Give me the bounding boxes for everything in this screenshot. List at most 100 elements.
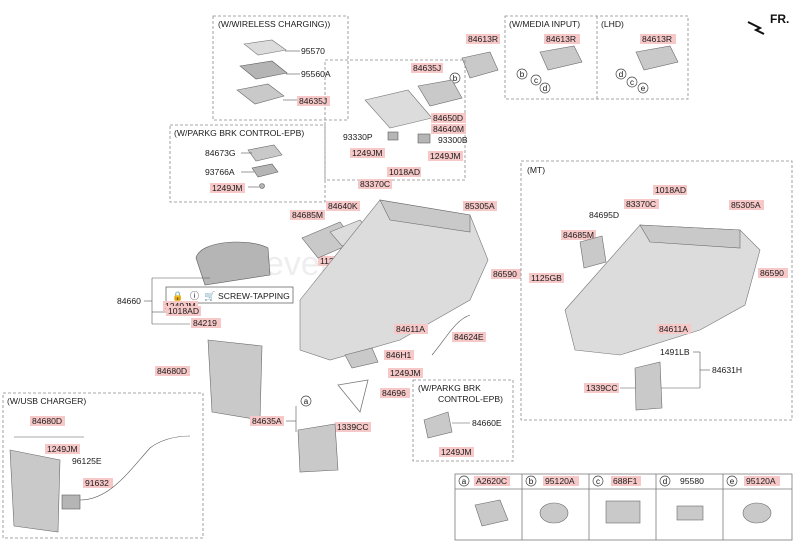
usb-panel-part bbox=[9, 449, 61, 533]
charger-tray-part bbox=[236, 83, 285, 105]
epb-bottom-group: (W/PARKG BRK CONTROL-EPB) 84660E 1249JM bbox=[412, 379, 514, 462]
grommet-part bbox=[539, 502, 569, 524]
label-1018AD-b: 1018AD bbox=[168, 306, 199, 316]
parts-table-cell-d: d 95580 bbox=[659, 475, 704, 521]
svg-text:d: d bbox=[663, 477, 667, 486]
label-84635A: 84635A bbox=[252, 416, 282, 426]
grommet-part-e bbox=[742, 502, 772, 524]
label-1018AD: 1018AD bbox=[389, 167, 420, 177]
label-84631H-mt: 84631H bbox=[712, 365, 742, 375]
svg-text:d: d bbox=[543, 84, 547, 93]
wireless-box bbox=[212, 15, 349, 121]
label-84680D-usb: 84680D bbox=[32, 416, 62, 426]
label-84613R-lhd: 84613R bbox=[642, 34, 672, 44]
svg-text:a: a bbox=[462, 477, 467, 486]
info-icon: ⓘ bbox=[190, 291, 199, 301]
svg-text:b: b bbox=[453, 74, 458, 83]
svg-text:a: a bbox=[304, 397, 309, 406]
parts-table-part-e: 95120A bbox=[746, 476, 776, 486]
label-84640M: 84640M bbox=[433, 124, 464, 134]
label-84635J-wireless: 84635J bbox=[299, 96, 327, 106]
switch-part-2 bbox=[417, 133, 431, 144]
mt-title: (MT) bbox=[527, 165, 545, 175]
switch-part bbox=[387, 131, 399, 141]
label-84611A: 84611A bbox=[396, 324, 425, 334]
legend-label: SCREW-TAPPING bbox=[218, 291, 290, 301]
label-1339CC-mt: 1339CC bbox=[586, 383, 618, 393]
label-86590-mt: 86590 bbox=[760, 268, 784, 278]
label-1249JM-a: 1249JM bbox=[352, 148, 383, 158]
lhd-title: (LHD) bbox=[601, 19, 624, 29]
label-93300B: 93300B bbox=[438, 135, 468, 145]
parts-table-cell-a: a A2620C bbox=[458, 475, 510, 527]
epb-top-group: (W/PARKG BRK CONTROL-EPB) 84673G 93766A … bbox=[169, 124, 326, 203]
label-84613R-media: 84613R bbox=[546, 34, 576, 44]
label-84685M-mt: 84685M bbox=[563, 230, 594, 240]
center-top-group: 84613R b 84635J 84650D 84640M 93330P 933… bbox=[324, 34, 500, 181]
label-1249JM-epb: 1249JM bbox=[212, 183, 243, 193]
charging-pad-part bbox=[243, 39, 287, 56]
label-93330P: 93330P bbox=[343, 132, 373, 142]
tray-part bbox=[417, 79, 463, 107]
media-panel-part bbox=[539, 45, 583, 71]
socket-part bbox=[605, 500, 641, 524]
shift-bezel-part bbox=[364, 89, 433, 129]
label-95570: 95570 bbox=[301, 46, 325, 56]
label-1018AD-mt: 1018AD bbox=[655, 185, 686, 195]
label-1249JM-b: 1249JM bbox=[430, 151, 461, 161]
parts-table: a A2620C b 95120A c 688F1 d 95580 e bbox=[454, 473, 793, 541]
label-85305A-mt: 85305A bbox=[731, 200, 761, 210]
label-95560A: 95560A bbox=[301, 69, 331, 79]
usb-title: (W/USB CHARGER) bbox=[7, 396, 86, 406]
label-1249JM-d: 1249JM bbox=[390, 368, 421, 378]
label-83370C-mt: 83370C bbox=[626, 199, 656, 209]
clip-part bbox=[474, 499, 509, 527]
parts-table-part-a: A2620C bbox=[476, 476, 507, 486]
wireless-title: (W/WIRELESS CHARGING)) bbox=[218, 19, 330, 29]
usb-wire-part bbox=[79, 435, 191, 501]
holder-part bbox=[344, 347, 379, 369]
svg-text:b: b bbox=[529, 477, 534, 486]
svg-text:e: e bbox=[641, 84, 646, 93]
epb-bottom-title-2: CONTROL-EPB) bbox=[438, 394, 503, 404]
label-84695D-mt: 84695D bbox=[589, 210, 619, 220]
mt-mat-part bbox=[579, 235, 607, 269]
jack-part bbox=[676, 505, 704, 521]
label-84696: 84696 bbox=[382, 388, 406, 398]
media-title: (W/MEDIA INPUT) bbox=[509, 19, 580, 29]
svg-text:b: b bbox=[520, 70, 525, 79]
label-1125GB-mt: 1125GB bbox=[531, 273, 562, 283]
epb-bottom-box bbox=[412, 379, 514, 462]
console-top-part bbox=[379, 199, 471, 233]
label-84660E: 84660E bbox=[472, 418, 502, 428]
lhd-panel-part bbox=[635, 45, 679, 71]
main-console-group: 1018AD 83370C 84640K 84685M 85305A 1125G… bbox=[117, 167, 521, 473]
usb-charger-group: (W/USB CHARGER) 84680D 1249JM 96125E 916… bbox=[2, 392, 204, 539]
label-84611A-mt: 84611A bbox=[659, 324, 688, 334]
parts-table-part-d: 95580 bbox=[680, 476, 704, 486]
mt-group: (MT) 1018AD 84695D 83370C 85305A 84685M … bbox=[520, 160, 793, 421]
parts-table-part-b: 95120A bbox=[545, 476, 575, 486]
label-1339CC: 1339CC bbox=[337, 422, 369, 432]
front-arrow-icon bbox=[747, 21, 765, 35]
label-1249JM-e: 1249JM bbox=[441, 447, 472, 457]
parts-table-cell-c: c 688F1 bbox=[592, 475, 641, 524]
label-84660: 84660 bbox=[117, 296, 141, 306]
label-91632: 91632 bbox=[85, 478, 109, 488]
svg-text:c: c bbox=[534, 76, 538, 85]
media-box bbox=[504, 15, 689, 100]
usb-panel-part bbox=[461, 51, 499, 79]
front-orientation-indicator: FR. bbox=[747, 12, 789, 35]
label-83370C: 83370C bbox=[360, 179, 390, 189]
screw-tapping-legend: 🔒 ⓘ 🛒 SCREW-TAPPING bbox=[165, 286, 294, 304]
mt-box bbox=[520, 160, 793, 421]
label-84673G: 84673G bbox=[205, 148, 236, 158]
epb-top-box bbox=[169, 124, 326, 203]
usb-box bbox=[2, 392, 204, 539]
label-84635J: 84635J bbox=[413, 63, 441, 73]
wireless-charging-group: (W/WIRELESS CHARGING)) 95570 95560A 8463… bbox=[212, 15, 349, 121]
rear-panel-part bbox=[207, 339, 263, 421]
cart-icon: 🛒 bbox=[204, 290, 215, 301]
parts-table-cell-b: b 95120A bbox=[525, 475, 579, 524]
